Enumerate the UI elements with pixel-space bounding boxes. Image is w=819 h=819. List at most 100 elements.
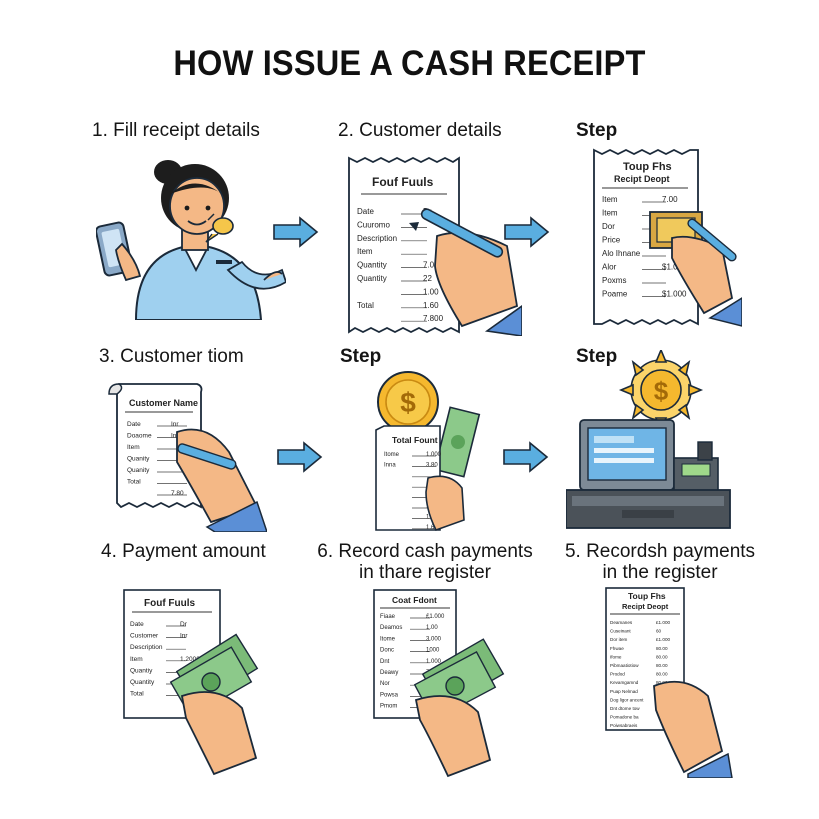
receipt-row-value: £1.000 [656, 620, 670, 625]
arrow-right-icon [277, 441, 323, 473]
receipt-heading: Coat Fdont [392, 595, 437, 605]
receipt-row-label: Quanity [127, 467, 150, 474]
receipt-row-label: Pmom [380, 704, 397, 710]
receipt-row-value: 1.60 [423, 301, 439, 310]
receipt-row-label: Item [602, 209, 618, 218]
receipt-row-value: 7.00 [662, 195, 678, 204]
receipt-row-label: Quantity [357, 261, 387, 270]
receipt-row-label: Powsa [380, 692, 399, 698]
receipt-row-label: Description [357, 234, 397, 243]
receipt-row-label: Description [130, 644, 163, 651]
receipt-row-label: Donc [380, 648, 394, 654]
step-1-label: 1. Fill receipt details [92, 120, 260, 141]
receipt-row-label: Poxms [602, 276, 626, 285]
receipt-row-label: Customer [130, 633, 159, 640]
step-6-label: Step [576, 346, 618, 367]
receipt-row-label: Date [357, 207, 374, 216]
step-9-label: 5. Recordsh payments in the register [540, 541, 780, 583]
receipt-heading: Toup Fhs [623, 161, 672, 173]
arrow-right-icon [273, 216, 319, 248]
receipt-row-label: Pibmaatiotiow [610, 663, 639, 668]
receipt-subheading: Recipt Deopt [622, 602, 669, 611]
receipt-row-value: Inr [171, 421, 179, 428]
receipt-row-value: 3.000 [426, 636, 442, 642]
step-9-label-line-2: in the register [602, 562, 718, 583]
receipt-row-value: £1.000 [656, 637, 670, 642]
receipt-row-label: Dnt [380, 659, 390, 665]
receipt-row-label: Item [130, 656, 143, 663]
receipt-row-value: Inr [171, 433, 179, 440]
receipt-row-label: Item [127, 444, 140, 451]
receipt-heading: Fouf Fuuls [144, 598, 196, 609]
receipt-row-label: Dog ligor ancent [610, 697, 644, 702]
receipt-row-label: Itome [384, 452, 400, 458]
receipt-row-value: 80.00 [656, 663, 668, 668]
receipt-row-label: Poame [602, 290, 628, 299]
receipt-row-value: 80.00 [656, 654, 668, 659]
coin-and-receipt-illustration: $ Total Fount Itome1.000Inna3.801.0001.0… [375, 371, 481, 531]
receipt-row-value: 1000 [426, 648, 440, 654]
receipt-row-label: Deamos [380, 625, 402, 631]
receipt-row-value: $1.00 [662, 263, 683, 272]
receipt-row-value: 1.000 [426, 659, 442, 665]
receipt-row-value: $1.000 [662, 290, 687, 299]
step-8-label-line-1: 6. Record cash payments [317, 541, 533, 562]
receipt-heading: Toup Fhs [628, 591, 666, 601]
receipt-row-label: Item [357, 247, 373, 256]
receipt-row-label: Kevamgamnd [610, 680, 639, 685]
step-2-label: 2. Customer details [338, 120, 502, 141]
receipt-row-label: Prodod [610, 672, 625, 677]
receipt-row-value: 1.600 [426, 525, 442, 531]
receipt-row-value: 80.00 [656, 672, 668, 677]
receipt-row-value: 1.2000 [180, 656, 200, 663]
svg-text:$: $ [400, 387, 416, 418]
receipt-in-hand-illustration: Toup Fhs Recipt Deopt Deamanes£1.000Cuse… [605, 587, 733, 778]
receipt-row-value: Inr [180, 633, 188, 640]
receipt-heading: Customer Name [129, 398, 198, 408]
receipt-row-label: Total [127, 479, 141, 486]
receipt-row-label: Total [130, 691, 144, 698]
receipt-heading: Total Fount [392, 435, 438, 445]
receipt-row-label: Total [357, 301, 374, 310]
receipt-row-label: Date [127, 421, 141, 428]
step-3-label: Step [576, 120, 618, 141]
step-8-label: 6. Record cash payments in thare registe… [305, 541, 545, 583]
receipt-row-label: Puap Nelmad [610, 689, 638, 694]
receipt-row-label: Nor [380, 681, 390, 687]
receipt-row-label: Itome [380, 636, 396, 642]
receipt-row-value: 7.80 [171, 490, 184, 497]
cash-register-illustration: $ [566, 350, 731, 529]
receipt-row-label: Alo Ihnane [602, 249, 641, 258]
receipt-row-value: 1.00 [423, 287, 439, 296]
receipt-subheading: Recipt Deopt [614, 174, 670, 184]
receipt-row-label: Doaome [127, 433, 152, 440]
receipt-with-pen-illustration: Fouf Fuuls DateDrCuuromoDescriptionItemQ… [348, 156, 522, 336]
cashier-woman-illustration [96, 160, 286, 320]
step-9-label-line-1: 5. Recordsh payments [564, 541, 756, 562]
receipt-heading: Fouf Fuuls [372, 175, 434, 189]
receipt-row-value: 7.800 [423, 314, 444, 323]
step-8-label-line-2: in thare register [358, 562, 491, 583]
receipt-row-value: 80.00 [656, 646, 668, 651]
receipt-row-value: 1.000 [426, 452, 442, 458]
arrow-right-icon [503, 441, 549, 473]
receipt-row-label: Dor item [610, 637, 628, 642]
arrow-right-icon [504, 216, 550, 248]
receipt-row-label: Pomadone ba [610, 715, 639, 720]
svg-text:$: $ [654, 376, 669, 406]
receipt-row-label: Fhwae [610, 646, 624, 651]
receipt-row-label: Inna [384, 462, 396, 468]
receipt-row-label: Quantity [357, 274, 387, 283]
receipt-row-label: Deawy [380, 670, 398, 676]
page-title: HOW ISSUE A CASH RECEIPT [173, 44, 646, 83]
receipt-row-label: Quantiy [130, 667, 153, 674]
receipt-row-value: £1.000 [426, 614, 445, 620]
receipt-row-label: Dor [602, 222, 615, 231]
receipt-row-label: Deamanes [610, 620, 633, 625]
receipt-row-label: Dnt dtome tow [610, 706, 640, 711]
